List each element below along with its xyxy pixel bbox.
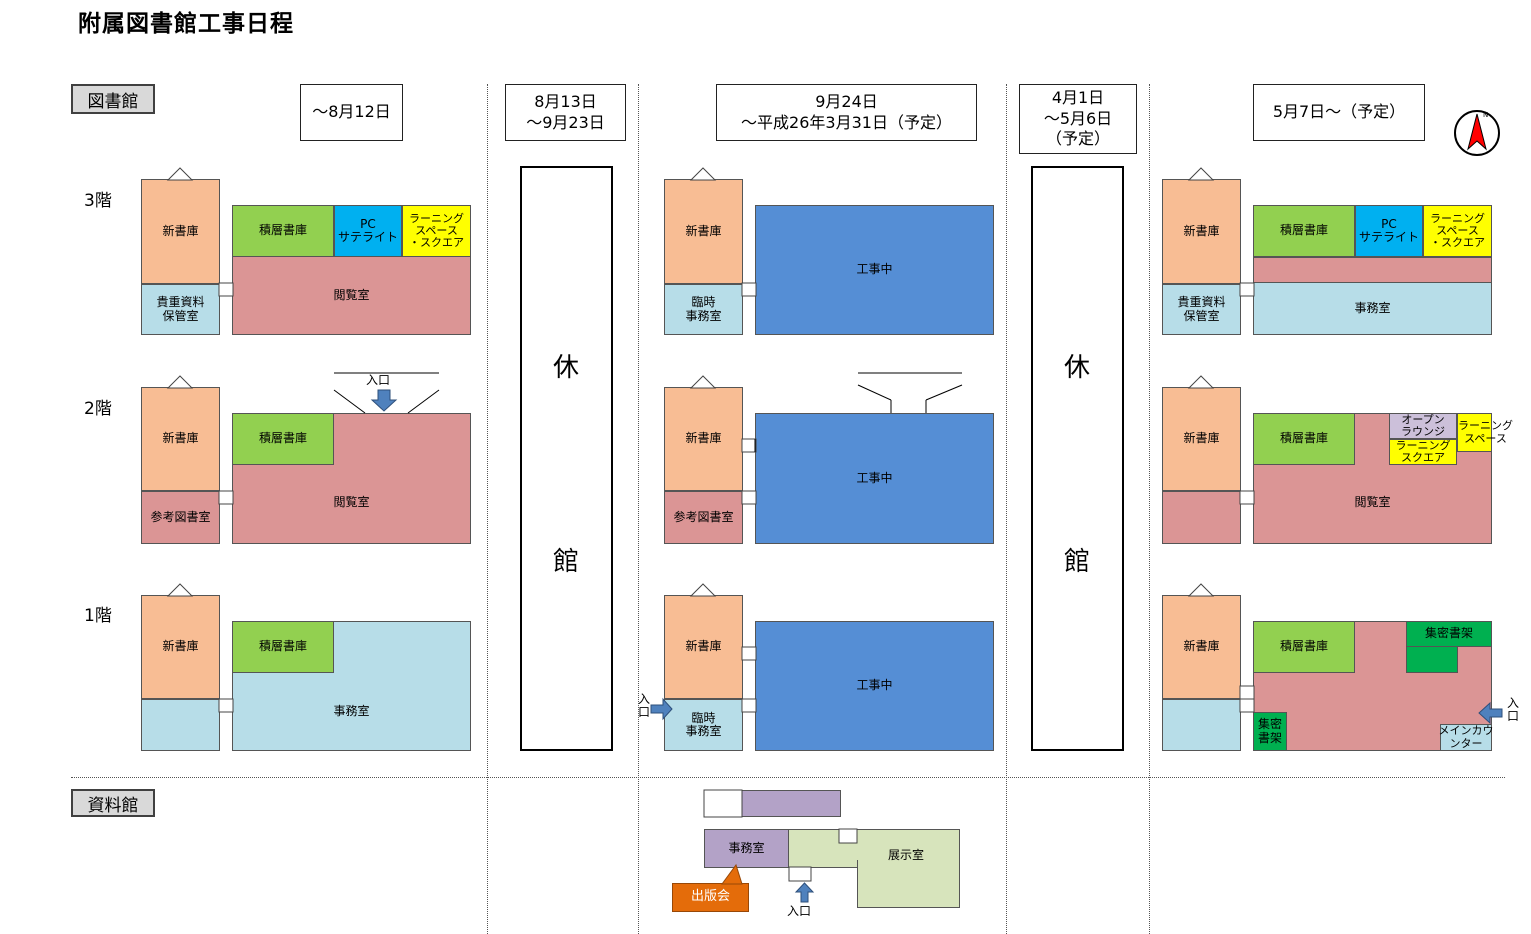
room-new-stacks: 新書庫	[1162, 179, 1241, 284]
room-compact-stacks: 積層書庫	[232, 621, 334, 673]
room-open-lounge: オープン ラウンジ	[1389, 413, 1457, 439]
room-new-stacks: 新書庫	[141, 595, 220, 699]
entrance-label: 入 口	[1507, 696, 1520, 724]
room-rare-materials: 貴重資料 保管室	[1162, 284, 1241, 335]
room-new-stacks: 新書庫	[1162, 595, 1241, 699]
section-label-archive: 資料館	[71, 789, 155, 817]
phase-header-3: 9月24日 ～平成26年3月31日（予定）	[716, 84, 977, 141]
entrance-label: 入口	[787, 904, 812, 918]
room-office: 事務室	[1253, 282, 1492, 335]
room-rare-materials: 貴重資料 保管室	[141, 284, 220, 335]
archive-room-upper	[741, 790, 841, 817]
room-compact-stacks: 積層書庫	[1253, 413, 1355, 465]
phase-header-2: 8月13日 ～9月23日	[505, 84, 626, 141]
column-divider	[1149, 84, 1150, 934]
room-office-annex	[141, 699, 220, 751]
compass-n-label: N	[1483, 111, 1489, 119]
room-compact-stacks: 積層書庫	[232, 413, 334, 465]
section-divider	[71, 777, 1505, 778]
room-temp-office: 臨時 事務室	[664, 699, 743, 751]
entrance-label: 入 口	[638, 692, 651, 720]
room-office: 事務室	[232, 621, 471, 751]
room-exhibition-label: 展示室	[888, 848, 925, 862]
phase-header-5: 5月7日～（予定）	[1253, 84, 1425, 141]
room-reference-room: 参考図書室	[141, 491, 220, 544]
room-dense-shelves: 集密書架	[1406, 621, 1492, 647]
north-compass-icon: N	[1453, 109, 1501, 157]
room-compact-stacks: 積層書庫	[1253, 205, 1355, 257]
room-new-stacks: 新書庫	[141, 179, 220, 284]
closed-char-kan: 館	[1064, 547, 1091, 577]
room-reading-annex	[1162, 491, 1241, 544]
column-divider	[487, 84, 488, 934]
room-pc-satellite: PC サテライト	[1355, 205, 1423, 257]
room-compact-stacks: 積層書庫	[232, 205, 334, 257]
room-learning-space-square: ラーニング スペース ・スクエア	[1423, 205, 1492, 257]
room-temp-office: 臨時 事務室	[664, 284, 743, 335]
closed-period-box-1	[520, 166, 613, 751]
room-dense-shelves-extension	[1406, 646, 1458, 673]
area-under-construction: 工事中	[755, 413, 994, 544]
column-divider	[1006, 84, 1007, 934]
room-exhibition	[857, 860, 960, 908]
closed-char-kyu: 休	[1064, 353, 1091, 383]
area-under-construction: 工事中	[755, 205, 994, 335]
room-learning-space: ラーニング スペース	[1457, 413, 1513, 452]
phase-header-4: 4月1日 ～5月6日 （予定）	[1019, 84, 1137, 154]
room-learning-space-square: ラーニング スペース ・スクエア	[402, 205, 471, 257]
area-under-construction: 工事中	[755, 621, 994, 751]
room-office-annex	[1162, 699, 1241, 751]
room-main-counter: メインカウ ンター	[1438, 724, 1494, 751]
room-new-stacks: 新書庫	[664, 179, 743, 284]
floor-label-3: 3階	[84, 191, 112, 211]
room-new-stacks: 新書庫	[1162, 387, 1241, 491]
phase-header-1: ～8月12日	[300, 84, 403, 141]
entrance-label: 入口	[366, 373, 391, 387]
room-new-stacks: 新書庫	[141, 387, 220, 491]
closed-period-box-2	[1031, 166, 1124, 751]
room-learning-square: ラーニング スクエア	[1389, 439, 1457, 465]
room-new-stacks: 新書庫	[664, 387, 743, 491]
closed-char-kan: 館	[553, 547, 580, 577]
floor-label-1: 1階	[84, 606, 112, 626]
column-divider	[638, 84, 639, 934]
room-reading-strip	[1253, 257, 1492, 283]
floor-label-2: 2階	[84, 399, 112, 419]
page-title: 附属図書館工事日程	[78, 11, 294, 37]
room-reference-room: 参考図書室	[664, 491, 743, 544]
room-compact-stacks: 積層書庫	[1253, 621, 1355, 673]
closed-char-kyu: 休	[553, 353, 580, 383]
room-new-stacks: 新書庫	[664, 595, 743, 699]
room-dense-shelves-small: 集密 書架	[1253, 712, 1287, 751]
publisher-callout: 出版会	[672, 883, 749, 912]
archive-office: 事務室	[704, 829, 789, 868]
room-pc-satellite: PC サテライト	[334, 205, 402, 257]
section-label-library: 図書館	[71, 84, 155, 114]
